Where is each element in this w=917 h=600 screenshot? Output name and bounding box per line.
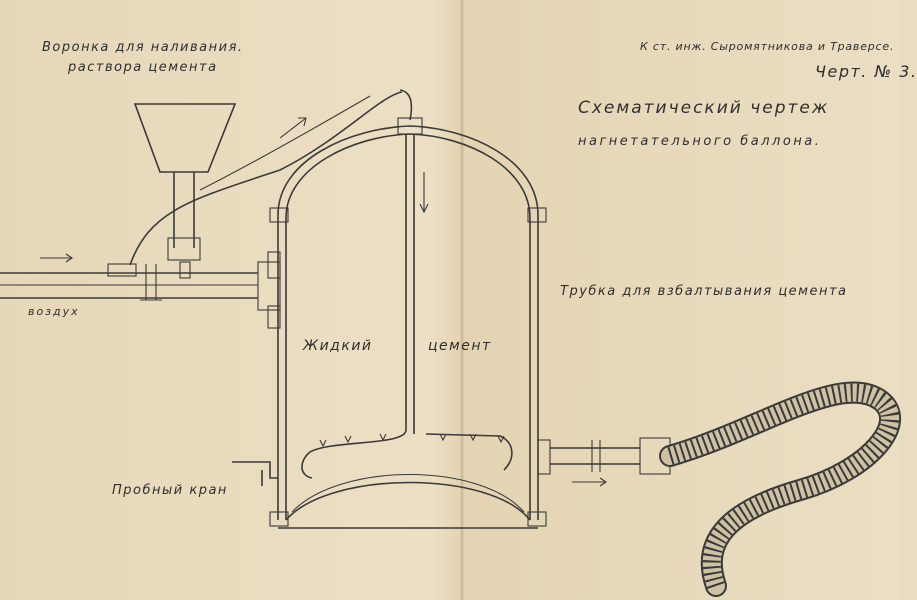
- funnel-hose: [129, 91, 403, 266]
- outlet-flow-arrow: [572, 477, 607, 487]
- hose-inner: [199, 95, 371, 191]
- pressure-tank: [267, 117, 547, 529]
- outlet-pipe: [537, 437, 671, 475]
- label-liquid: Жидкий: [303, 338, 373, 354]
- label-cement: цемент: [428, 338, 492, 354]
- hose-arrow: [279, 117, 307, 139]
- label-funnel-line1: Воронка для наливания.: [42, 40, 244, 55]
- title-line1: Схематический чертеж: [578, 98, 830, 118]
- flow-down-arrow: [419, 172, 429, 214]
- nozzle-marks: [319, 433, 505, 448]
- label-air: воздух: [28, 305, 80, 318]
- distributor-right: [425, 433, 513, 471]
- label-funnel-line2: раствора цемента: [68, 60, 218, 75]
- label-stir-tube: Трубка для взбалтывания цемента: [560, 284, 848, 299]
- label-reference: К ст. инж. Сыромятникова и Траверсе.: [640, 40, 895, 53]
- braided-hose: [659, 381, 902, 597]
- inner-tube-left: [301, 134, 407, 479]
- test-valve: [232, 461, 278, 486]
- air-flow-arrowhead: [65, 253, 73, 263]
- label-test-valve: Пробный кран: [112, 483, 228, 498]
- air-pipe: [0, 261, 281, 311]
- label-sheet-number: Черт. № 3.: [815, 62, 917, 81]
- top-feed-pipe: [399, 89, 413, 121]
- hose-arrowhead: [298, 117, 307, 127]
- title-line2: нагнетательного баллона.: [578, 134, 822, 149]
